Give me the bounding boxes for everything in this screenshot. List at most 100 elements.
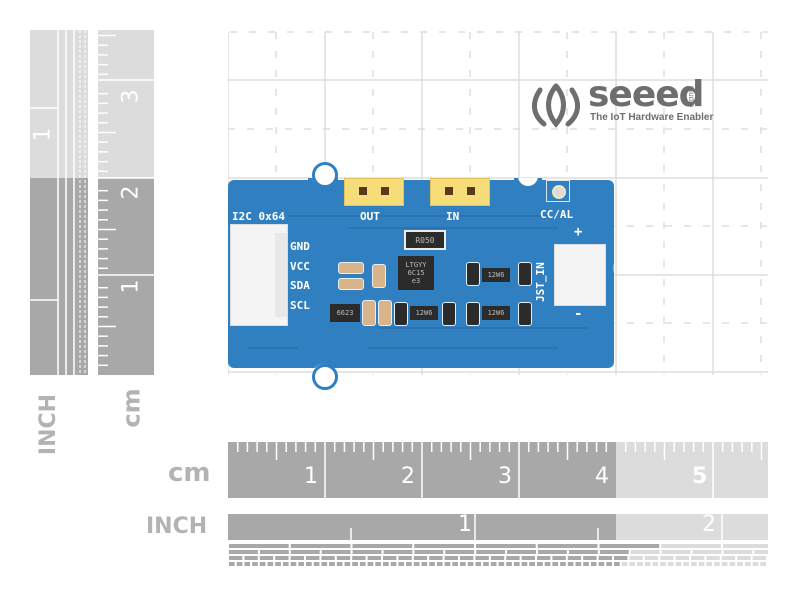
ruler-tick — [390, 562, 397, 566]
brand-tagline: The IoT Hardware Enabler — [590, 112, 714, 123]
vertical-cm-number: 3 — [118, 89, 144, 104]
ruler-tick — [723, 550, 753, 554]
ruler-tick — [498, 562, 505, 566]
horizontal-cm-number: 3 — [498, 464, 512, 489]
ruler-tick — [575, 562, 582, 566]
jumper-out[interactable] — [344, 178, 404, 206]
capacitor — [372, 264, 386, 288]
ruler-tick — [460, 562, 466, 566]
ruler-tick — [621, 562, 628, 566]
ruler-tick — [352, 556, 366, 560]
ruler-tick — [321, 556, 335, 560]
brand-sub: studio — [687, 86, 696, 108]
pin-label-gnd: GND — [290, 240, 310, 253]
ruler-tick — [737, 562, 743, 566]
ruler-tick — [629, 556, 643, 560]
ruler-tick — [275, 562, 281, 566]
horizontal-cm-unit-label: cm — [168, 458, 211, 488]
ruler-tick — [229, 544, 289, 548]
ruler-tick — [729, 562, 736, 566]
ruler-tick — [721, 556, 736, 560]
horizontal-inch-number: 2 — [702, 512, 716, 537]
ruler-tick — [429, 556, 443, 560]
ruler-tick — [306, 556, 320, 560]
ruler-tick — [321, 562, 328, 566]
ruler-tick — [290, 544, 351, 548]
ruler-tick — [552, 562, 559, 566]
jumper-in[interactable] — [430, 178, 490, 206]
ruler-tick — [675, 556, 689, 560]
ruler-tick — [754, 550, 768, 554]
horizontal-inch-unit-label: INCH — [146, 514, 208, 539]
ruler-tick — [398, 556, 412, 560]
ruler-tick — [321, 550, 351, 554]
ruler-tick — [336, 556, 351, 560]
mounting-hole — [312, 162, 338, 188]
ruler-tick — [644, 556, 659, 560]
ruler-tick — [229, 562, 235, 566]
ruler-tick — [229, 556, 243, 560]
ic-marking-line: 6C15 — [407, 269, 425, 277]
horizontal-inch-ruler — [228, 514, 768, 566]
resistor — [518, 302, 532, 326]
voltage-regulator: 6623 — [330, 304, 360, 322]
ruler-tick — [614, 562, 620, 566]
capacitor — [338, 262, 364, 274]
grove-i2c-connector[interactable] — [230, 224, 288, 326]
brand-name: seeed — [588, 74, 704, 115]
resistor — [518, 262, 532, 286]
ruler-tick — [652, 562, 659, 566]
ruler-tick — [599, 550, 629, 554]
ruler-tick — [383, 562, 389, 566]
ruler-tick — [344, 562, 351, 566]
ruler-tick — [660, 562, 666, 566]
ruler-tick — [660, 556, 674, 560]
ruler-tick — [513, 562, 520, 566]
ruler-tick — [375, 562, 381, 566]
ruler-tick — [752, 556, 766, 560]
ruler-tick — [421, 562, 428, 566]
ruler-tick — [429, 562, 435, 566]
ruler-tick — [252, 562, 258, 566]
ruler-tick — [507, 550, 536, 554]
horizontal-cm-number: 5 — [692, 464, 708, 489]
ruler-tick — [290, 562, 297, 566]
ruler-tick — [521, 556, 535, 560]
ruler-tick — [629, 562, 636, 566]
ruler-tick — [444, 562, 451, 566]
ruler-tick — [483, 562, 489, 566]
ruler-tick — [723, 544, 768, 548]
jst-power-connector[interactable] — [554, 244, 606, 306]
vertical-cm-ruler — [98, 30, 154, 375]
ruler-tick — [529, 562, 535, 566]
ruler-tick — [367, 556, 381, 560]
ruler-tick — [383, 550, 413, 554]
ruler-tick — [675, 562, 682, 566]
ruler-tick — [537, 556, 551, 560]
ruler-tick — [721, 562, 728, 566]
resistor — [466, 302, 480, 326]
ruler-tick — [406, 562, 412, 566]
ruler-tick — [506, 562, 512, 566]
pin-label-scl: SCL — [290, 299, 310, 312]
ruler-tick — [691, 556, 705, 560]
ruler-tick — [583, 562, 589, 566]
minus-label: - — [574, 306, 583, 322]
vertical-inch-ruler — [30, 30, 88, 375]
ruler-tick — [229, 550, 258, 554]
ruler-tick — [614, 556, 628, 560]
current-sensor-board: I2C 0x64 OUT IN CC/AL + - GND VCC SDA SC… — [228, 162, 614, 390]
ruler-tick — [267, 562, 274, 566]
ruler-tick — [398, 562, 405, 566]
ruler-tick — [290, 550, 320, 554]
horizontal-inch-number: 1 — [458, 512, 472, 537]
cc-al-label: CC/AL — [540, 208, 574, 221]
ruler-tick — [567, 556, 582, 560]
current-sense-ic: LTGYY 6C15 e3 — [398, 256, 434, 290]
ruler-tick — [521, 562, 528, 566]
ic-marking-line: LTGYY — [405, 261, 427, 269]
resistor — [394, 302, 408, 326]
capacitor — [362, 300, 376, 326]
ruler-tick — [490, 556, 505, 560]
ruler-tick — [436, 562, 443, 566]
